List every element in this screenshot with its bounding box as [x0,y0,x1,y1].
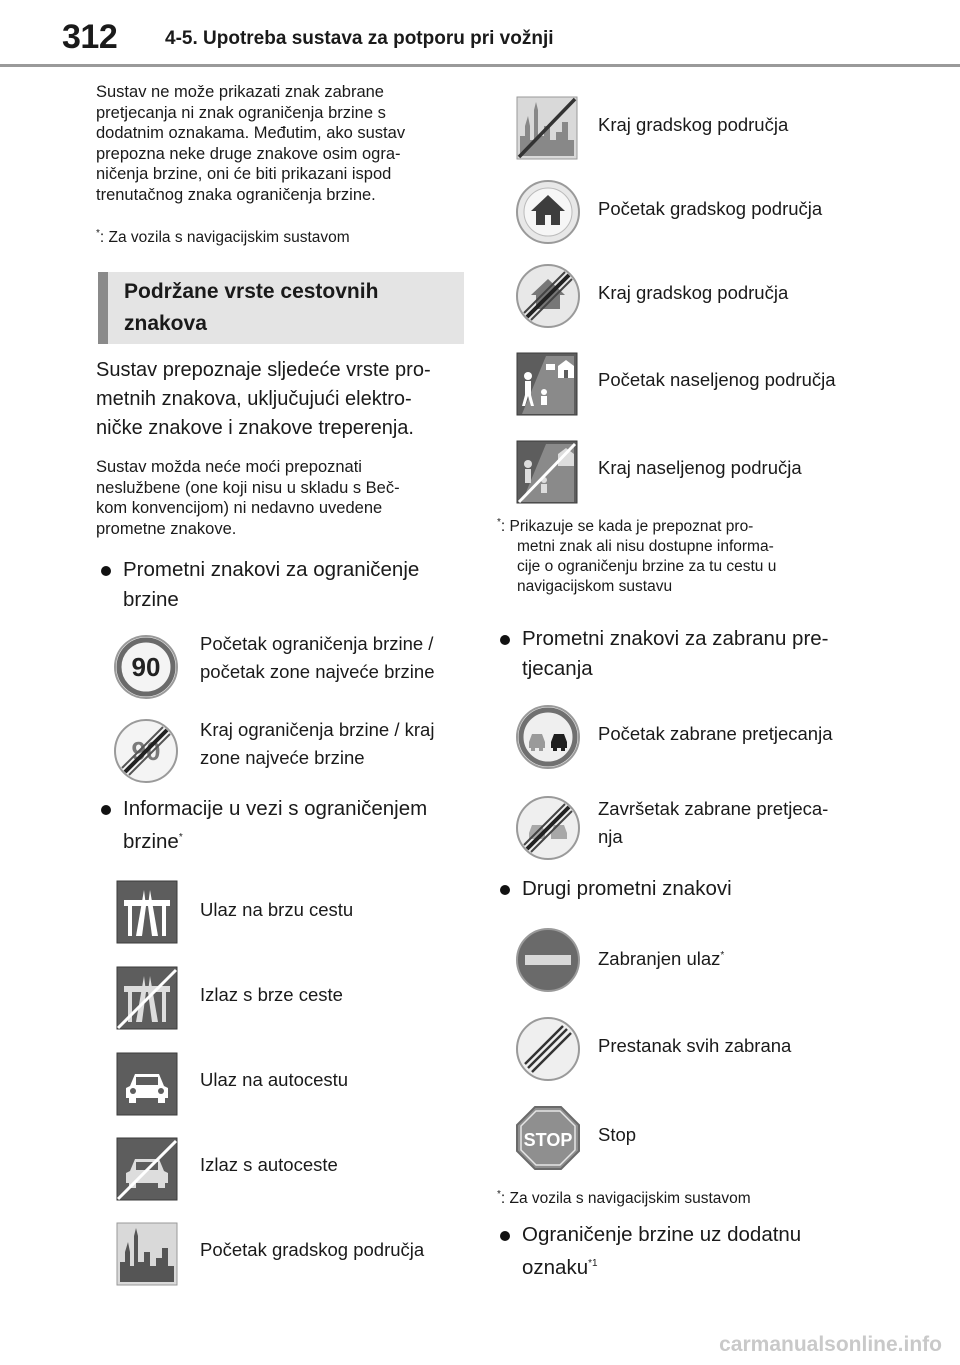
residential-end-sign-icon [516,440,578,504]
header-divider [0,64,960,67]
sign-label-expressway-entry: Ulaz na autocestu [200,1069,349,1090]
sign-label-urban-start: Početak gradskog područja [598,198,823,219]
city-start-sign-icon [116,1222,178,1286]
sign-label-city-start: Početak gradskog područja [200,1239,425,1260]
footnote: *: Za vozila s navigacijskim sustavom [96,227,350,246]
bullet-marker [101,566,111,576]
chapter-title: 4-5. Upotreba sustava za potporu pri vož… [165,28,554,49]
no-entry-sign-icon [516,928,580,992]
sign-label-end-all-restrictions: Prestanak svih zabrana [598,1035,792,1056]
residential-start-sign-icon [516,352,578,416]
expressway-exit-sign-icon [116,1137,178,1201]
bullet-marker [101,805,111,815]
footnote-navigation-info: *: Prikazuje se kada je prepoznat pro- m… [497,516,777,595]
expressway-entry-sign-icon [116,1052,178,1116]
sign-label-speed-start: Početak ograničenja brzine /početak zone… [200,633,435,682]
sign-label-stop: Stop [598,1124,637,1145]
bullet-marker [500,885,510,895]
bullet-other-signs: Drugi prometni znakovi [522,877,732,900]
bullet-marker [500,1231,510,1241]
sign-label-residential-start: Početak naseljenog područja [598,369,836,390]
end-speed-limit-90-sign-icon: 90 [114,719,178,783]
footnote: *: Za vozila s navigacijskim sustavom [497,1188,751,1207]
sign-label-expressway-exit: Izlaz s autoceste [200,1154,338,1175]
sign-label-end-no-overtaking: Završetak zabrane pretjeca-nja [598,798,829,847]
lead-paragraph: Sustav prepoznaje sljedeće vrste pro-met… [96,359,431,439]
svg-text:90: 90 [132,652,161,682]
sign-label-urban-end: Kraj gradskog područja [598,282,789,303]
page-number: 312 [62,18,118,56]
sign-label-no-overtaking: Početak zabrane pretjecanja [598,723,833,744]
bullet-speed-limit-additional: Ograničenje brzine uz dodatnu oznaku*1 [522,1223,802,1279]
bullet-marker [500,635,510,645]
bullet-speed-info: Informacije u vezi s ograničenjem brzine… [123,797,428,853]
end-all-restrictions-sign-icon [516,1017,580,1081]
urban-end-sign-icon [516,264,580,328]
bullet-no-overtaking-signs: Prometni znakovi za zabranu pre-tjecanja [522,627,829,680]
motorway-exit-sign-icon [116,966,178,1030]
sign-label-motorway-entry: Ulaz na brzu cestu [200,899,354,920]
sign-label-no-entry: Zabranjen ulaz* [598,948,725,969]
watermark: carmanualsonline.info [719,1333,942,1356]
city-end-sign-icon [516,96,578,160]
sign-label-residential-end: Kraj naseljenog područja [598,457,802,478]
stop-sign-icon: STOP [516,1106,580,1170]
speed-limit-90-sign-icon: 90 [114,635,178,699]
urban-start-sign-icon [516,180,580,244]
svg-text:STOP: STOP [524,1130,573,1150]
no-overtaking-sign-icon [516,705,580,769]
motorway-entry-sign-icon [116,880,178,944]
end-no-overtaking-sign-icon [516,796,580,860]
sign-label-motorway-exit: Izlaz s brze ceste [200,984,343,1005]
sign-label-city-end: Kraj gradskog područja [598,114,789,135]
